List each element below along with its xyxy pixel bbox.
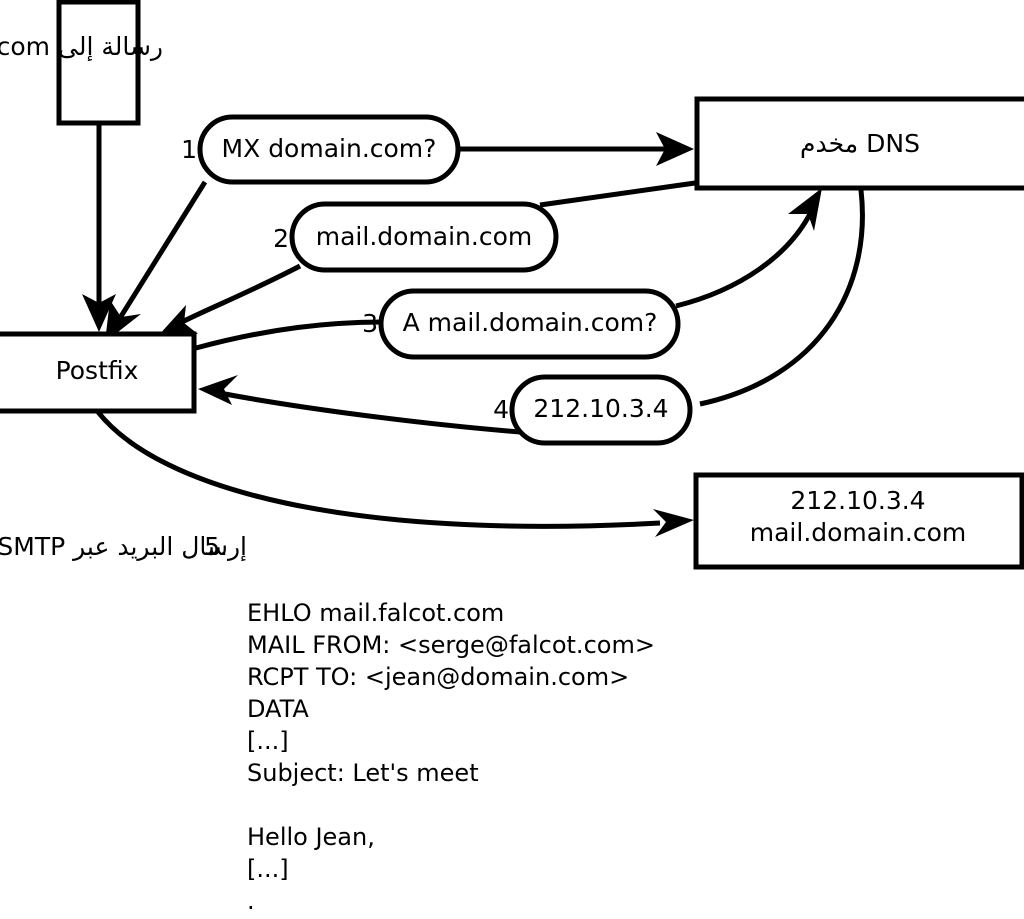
bubble-step-4: 212.10.3.4 (509, 374, 693, 446)
postfix-label: Postfix (56, 356, 139, 385)
step-5-label: إرسال البريد عبر SMTP (0, 532, 247, 562)
bubble-step-2: mail.domain.com (289, 201, 559, 273)
edge-step5-postfix-to-mailserver (96, 410, 694, 537)
bubble-step-1: MX domain.com? (197, 114, 461, 185)
bubble-step-3: A mail.domain.com? (378, 288, 681, 360)
edge-step4-bubble-to-postfix (198, 375, 521, 435)
smtp-line: Hello Jean, (247, 823, 375, 851)
dns-label: مخدم DNS (800, 129, 920, 158)
edge-step3-postfix-to-bubble (195, 319, 386, 351)
edge-step1-bubble-to-dns (458, 132, 694, 166)
step-number-1: 1. (181, 135, 205, 164)
bubble-step-4-label: 212.10.3.4 (533, 394, 668, 423)
smtp-transcript: EHLO mail.falcot.com MAIL FROM: <serge@f… (247, 599, 655, 915)
postfix-box: Postfix (0, 331, 197, 414)
step-number-2: 2. (273, 224, 297, 253)
smtp-line: [...] (247, 727, 289, 755)
dns-box: مخدم DNS (694, 96, 1024, 191)
edge-step4-dns-to-bubble (699, 189, 865, 407)
smtp-line: [...] (247, 855, 289, 883)
mailserver-box: 212.10.3.4 mail.domain.com (693, 472, 1024, 570)
bubble-step-2-label: mail.domain.com (316, 222, 532, 251)
smtp-line: RCPT TO: <jean@domain.com> (247, 663, 629, 691)
step-number-3: 3. (362, 309, 386, 338)
step-number-4: 4. (493, 395, 517, 424)
mailserver-ip: 212.10.3.4 (790, 486, 925, 515)
edge-step3-bubble-to-dns (675, 188, 822, 309)
bubble-step-3-label: A mail.domain.com? (403, 308, 658, 337)
edge-step2-dns-to-bubble (539, 180, 696, 208)
smtp-line: Subject: Let's meet (247, 759, 479, 787)
message-note: رسالة إلى jean@domain.com (0, 32, 163, 62)
mailserver-hostname: mail.domain.com (750, 518, 966, 547)
smtp-line: . (247, 887, 255, 915)
bubble-step-1-label: MX domain.com? (222, 134, 437, 163)
edge-step2-bubble-to-postfix (158, 263, 302, 336)
step-number-5: 5. (204, 532, 228, 561)
edge-source-to-postfix (82, 125, 116, 332)
smtp-line: DATA (247, 695, 309, 723)
source-box (56, 0, 141, 126)
smtp-line: EHLO mail.falcot.com (247, 599, 504, 627)
smtp-line: MAIL FROM: <serge@falcot.com> (247, 631, 655, 659)
